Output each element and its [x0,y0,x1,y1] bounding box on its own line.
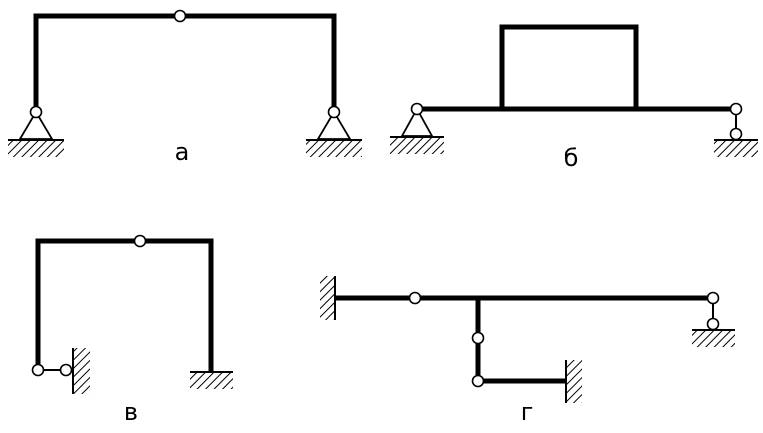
frame-a [33,13,337,112]
label-v: в [124,398,138,426]
fixed-support-left-g [320,276,336,320]
scheme-a: а [8,9,362,166]
fixed-support-right-g [565,360,582,403]
fixed-support-v [190,371,233,389]
scheme-g: г [320,276,735,426]
scheme-v: в [31,234,233,426]
pin-support-right-a [306,105,362,157]
horizontal-link-support-v [31,348,90,394]
pin-support-left-b [390,102,444,154]
label-a: а [175,138,190,166]
roller-support-g [692,291,735,347]
beam-hinge-g [408,291,422,305]
frame-v [35,238,214,372]
roller-support-right-b [714,102,758,157]
pin-support-left-a [8,105,64,157]
branch-g [475,298,566,384]
top-hinge-v [133,234,147,248]
closed-frame-b [499,24,639,109]
branch-hinge-corner-g [471,374,485,388]
label-g: г [521,398,534,426]
scheme-b: б [390,24,758,172]
branch-hinge-upper-g [471,331,485,345]
label-b: б [564,144,579,172]
top-hinge-a [173,9,187,23]
